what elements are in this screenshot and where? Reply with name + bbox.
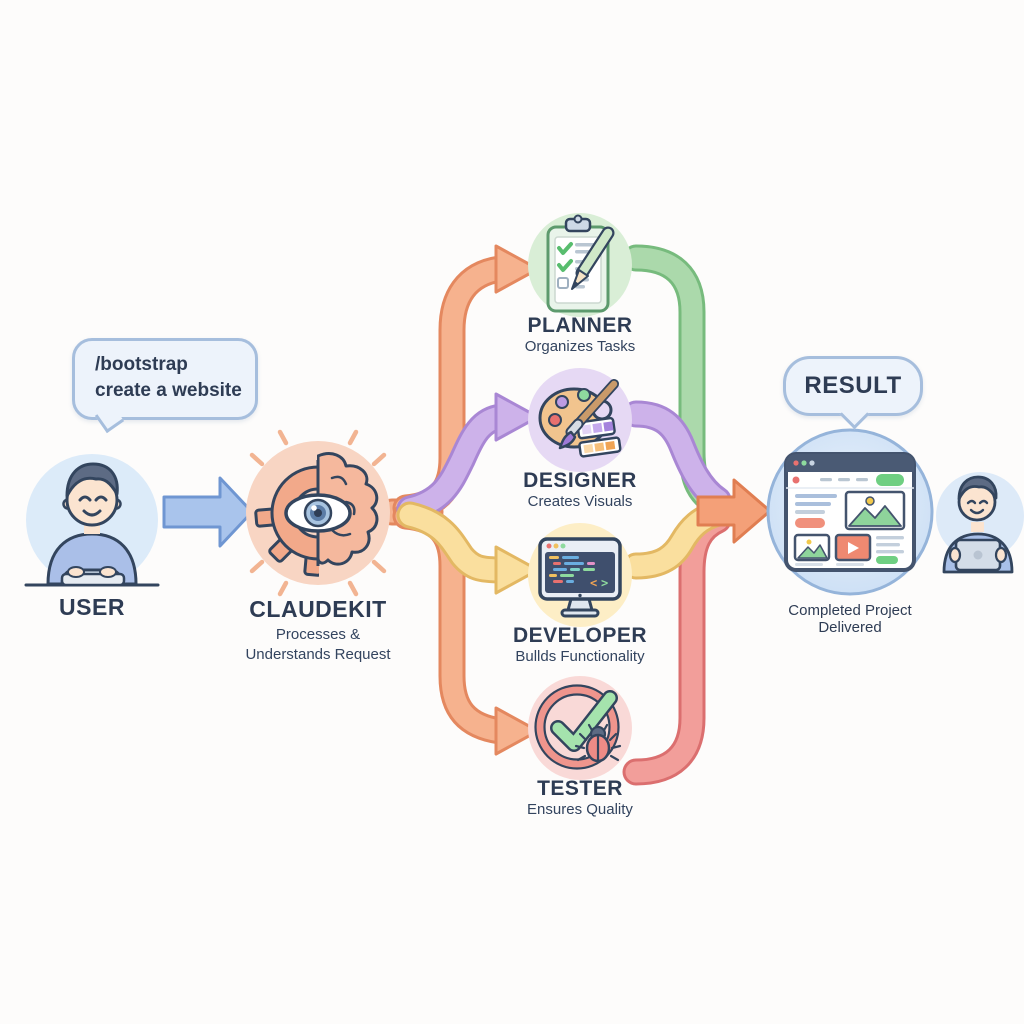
claudekit-to-designer-arrow	[396, 392, 540, 523]
browser-window-icon	[766, 428, 934, 596]
developer-subtitle: Bullds Functionality	[515, 648, 645, 665]
claudekit-label: CLAUDEKIT	[249, 596, 387, 622]
claudekit-subtitle-1: Processes &	[275, 626, 361, 643]
browser-content-row	[793, 533, 904, 566]
result-caption-2: Delivered	[818, 619, 882, 636]
result-bubble: RESULT	[783, 356, 923, 430]
designer-to-result-pipe	[622, 400, 732, 514]
svg-text:>: >	[601, 576, 608, 590]
eye-icon	[284, 493, 352, 533]
claudekit-subtitle-2: Understands Request	[245, 646, 391, 663]
swatch-strip-purple	[576, 416, 616, 440]
result-label: RESULT	[804, 372, 902, 399]
browser-navbar	[786, 474, 914, 489]
user-avatar-icon	[24, 454, 160, 587]
user-to-claudekit-arrow	[162, 476, 254, 548]
merge-to-result-arrow	[696, 478, 772, 544]
command-line-2: create a website	[95, 380, 242, 401]
bug-icon	[574, 723, 622, 763]
designer-label: DESIGNER	[523, 469, 637, 492]
developer-label: DEVELOPER	[512, 624, 648, 647]
checkmark-bug-icon	[528, 676, 632, 780]
user-command-bubble: /bootstrap create a website	[72, 338, 258, 434]
gear-brain-eye-icon	[246, 429, 390, 597]
tester-label: TESTER	[537, 777, 623, 800]
clipboard-checklist-icon	[528, 213, 632, 317]
code-lines	[549, 556, 595, 583]
rays	[249, 429, 387, 597]
code-brackets: <	[590, 576, 597, 590]
planner-subtitle: Organizes Tasks	[524, 338, 636, 355]
person-with-tablet-icon	[936, 472, 1024, 574]
pen-icon	[571, 226, 615, 290]
checkmark	[550, 690, 618, 752]
paintbrush-icon	[558, 379, 619, 450]
paint-palette-icon	[528, 368, 632, 472]
result-caption-1: Completed Project	[788, 602, 912, 619]
tester-subtitle: Ensures Quality	[527, 801, 633, 818]
browser-hero	[795, 490, 906, 531]
swatch-strip-orange	[578, 436, 622, 458]
claudekit-to-developer-arrow	[396, 501, 540, 595]
monitor-code-icon: < >	[528, 523, 632, 627]
user-label: USER	[59, 594, 125, 620]
command-line-1: /bootstrap	[95, 354, 188, 375]
designer-subtitle: Creates Visuals	[527, 493, 633, 510]
planner-label: PLANNER	[527, 314, 633, 337]
